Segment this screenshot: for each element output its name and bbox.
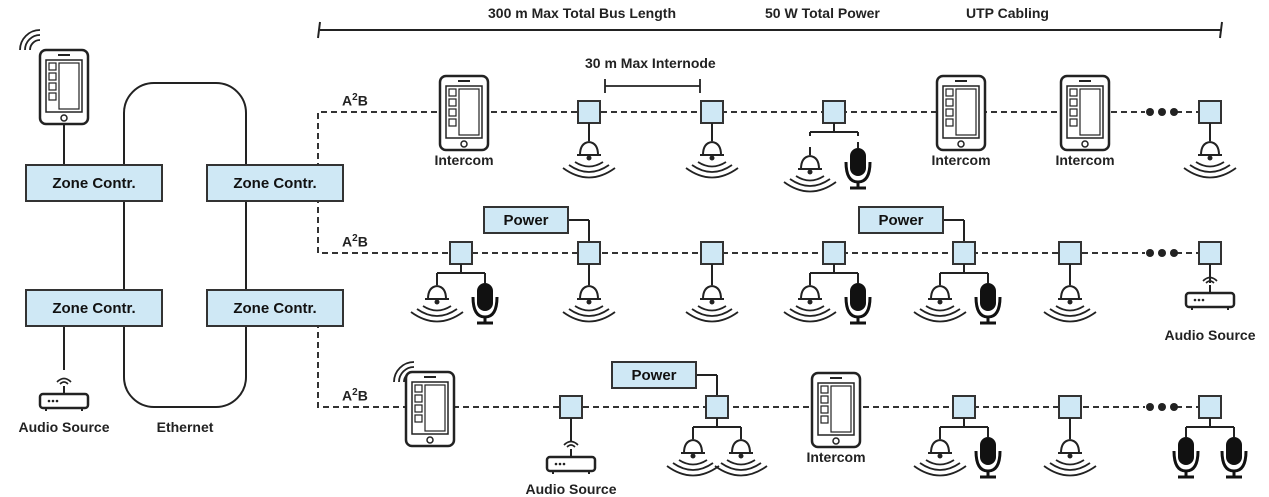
diagram-devices xyxy=(19,29,1248,479)
a2b-node xyxy=(1058,395,1082,419)
speaker-icon xyxy=(410,276,464,323)
phone-icon xyxy=(38,48,90,126)
total-power-label: 50 W Total Power xyxy=(765,5,880,21)
speaker-icon xyxy=(1043,430,1097,477)
a2b-node xyxy=(700,241,724,265)
a2b-label-row3: A2B xyxy=(342,387,368,404)
power-box-row3: Power xyxy=(611,361,697,389)
speaker-icon xyxy=(913,430,967,477)
ellipsis-icon xyxy=(1146,249,1178,257)
microphone-icon xyxy=(471,275,499,325)
zone-controller-2: Zone Contr. xyxy=(206,164,344,202)
ellipsis-icon xyxy=(1146,108,1178,116)
microphone-icon xyxy=(1172,429,1200,479)
phone-icon xyxy=(438,74,490,152)
phone-icon xyxy=(810,371,862,449)
power-box-row2-b: Power xyxy=(858,206,944,234)
a2b-node xyxy=(700,100,724,124)
audio-source-label-row2: Audio Source xyxy=(1164,327,1256,343)
router-icon xyxy=(38,377,90,413)
intercom-label-1: Intercom xyxy=(434,152,494,168)
zone-controller-1: Zone Contr. xyxy=(25,164,163,202)
a2b-node xyxy=(577,100,601,124)
microphone-icon xyxy=(844,275,872,325)
speaker-icon xyxy=(685,132,739,179)
speaker-icon xyxy=(1183,132,1237,179)
a2b-node xyxy=(577,241,601,265)
a2b-node xyxy=(822,241,846,265)
microphone-icon xyxy=(974,429,1002,479)
microphone-icon xyxy=(844,140,872,190)
speaker-icon xyxy=(783,276,837,323)
internode-label: 30 m Max Internode xyxy=(585,55,716,71)
a2b-node xyxy=(952,395,976,419)
speaker-icon xyxy=(685,276,739,323)
speaker-icon xyxy=(666,430,720,477)
audio-source-label-left: Audio Source xyxy=(18,419,110,435)
microphone-icon xyxy=(1220,429,1248,479)
intercom-label-4: Intercom xyxy=(806,449,866,465)
a2b-node xyxy=(1198,241,1222,265)
phone-icon xyxy=(935,74,987,152)
zone-controller-4: Zone Contr. xyxy=(206,289,344,327)
ethernet-label: Ethernet xyxy=(156,419,214,435)
intercom-label-3: Intercom xyxy=(1055,152,1115,168)
a2b-node xyxy=(952,241,976,265)
zone-controller-3: Zone Contr. xyxy=(25,289,163,327)
audio-source-label-row3: Audio Source xyxy=(525,481,617,497)
a2b-node xyxy=(1198,100,1222,124)
a2b-node xyxy=(559,395,583,419)
router-icon xyxy=(545,440,597,476)
speaker-icon xyxy=(714,430,768,477)
a2b-node xyxy=(705,395,729,419)
speaker-icon xyxy=(1043,276,1097,323)
a2b-label-row1: A2B xyxy=(342,92,368,109)
a2b-node xyxy=(1198,395,1222,419)
bus-length-label: 300 m Max Total Bus Length xyxy=(488,5,676,21)
speaker-icon xyxy=(562,276,616,323)
a2b-node xyxy=(449,241,473,265)
phone-icon xyxy=(404,370,456,448)
power-box-row2-a: Power xyxy=(483,206,569,234)
speaker-icon xyxy=(783,146,837,193)
a2b-node xyxy=(1058,241,1082,265)
cabling-label: UTP Cabling xyxy=(966,5,1049,21)
internode-bracket xyxy=(604,79,701,93)
intercom-label-2: Intercom xyxy=(931,152,991,168)
ethernet-ring xyxy=(123,82,247,408)
speaker-icon xyxy=(562,132,616,179)
a2b-node xyxy=(822,100,846,124)
phone-icon xyxy=(1059,74,1111,152)
microphone-icon xyxy=(974,275,1002,325)
ellipsis-icon xyxy=(1146,403,1178,411)
bus-length-bracket xyxy=(317,21,1223,39)
wifi-icon xyxy=(19,29,41,51)
a2b-label-row2: A2B xyxy=(342,233,368,250)
speaker-icon xyxy=(913,276,967,323)
